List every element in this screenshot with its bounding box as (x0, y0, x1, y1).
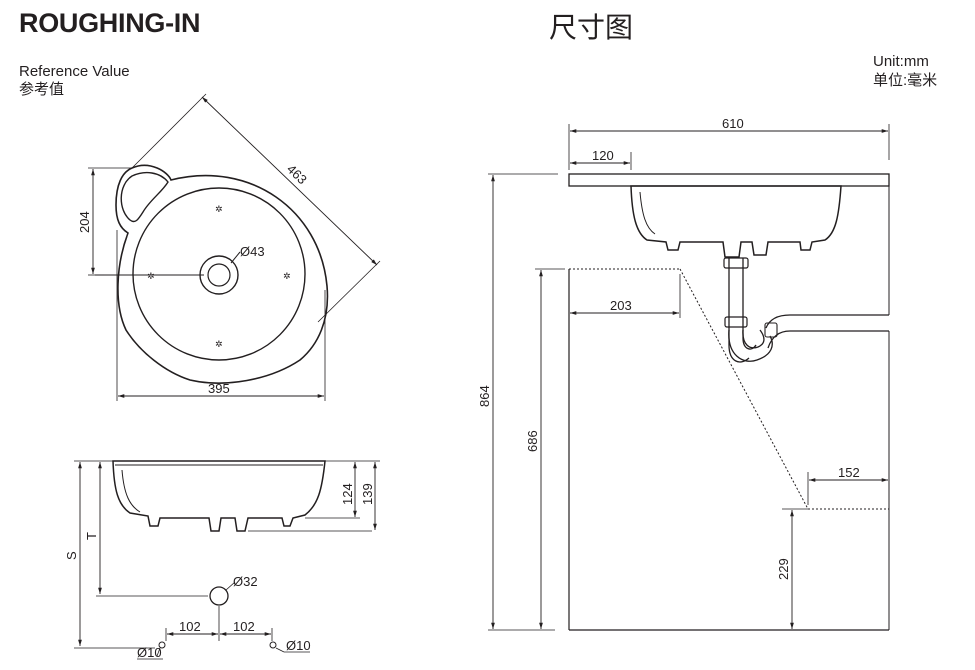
dim-label-102-left: 102 (179, 619, 201, 634)
dim-label-463: 463 (284, 161, 310, 187)
supply-right-circle (269, 641, 277, 649)
reference-label-cn: 参考值 (19, 81, 65, 98)
install-view: 610 120 864 686 203 152 229 (477, 116, 890, 631)
countertop (568, 173, 890, 187)
dim-label-152: 152 (838, 465, 860, 480)
dim-label-204: 204 (77, 211, 92, 233)
dim-label-124: 124 (340, 483, 355, 505)
unit-note: Unit:mm 单位:毫米 (873, 52, 937, 90)
svg-text:✲: ✲ (283, 271, 291, 281)
dim-label-supply-right: Ø10 (286, 638, 311, 653)
dim-line-463 (201, 96, 378, 266)
dim-label-drain: Ø43 (240, 244, 265, 259)
page-title-chinese: 尺寸图 (549, 11, 634, 44)
dim-label-395: 395 (208, 381, 230, 396)
trap-arm (765, 314, 889, 349)
dim-label-s: S (64, 551, 79, 560)
cabinet-diagonal (679, 268, 809, 510)
side-basin-outline (112, 460, 326, 532)
reference-note: Reference Value 参考值 (19, 63, 130, 99)
dim-label-102-right: 102 (233, 619, 255, 634)
dim-label-864: 864 (477, 385, 492, 407)
dim-label-686: 686 (525, 430, 540, 452)
supply-left-circle (158, 641, 166, 649)
dim-label-203: 203 (610, 298, 632, 313)
side-view: 124 139 T S Ø32 102 102 Ø10 Ø10 (64, 460, 380, 660)
top-view: ✲ ✲ ✲ ✲ 463 204 395 Ø43 (77, 93, 381, 401)
dim-label-t: T (84, 532, 99, 540)
dim-label-229: 229 (776, 558, 791, 580)
reference-label-en: Reference Value (19, 63, 130, 80)
unit-label-en: Unit:mm (873, 53, 929, 70)
pipe-nut-mid (724, 316, 748, 328)
soap-dish (120, 171, 169, 223)
dim-label-pipe: Ø32 (233, 574, 258, 589)
dim-label-139: 139 (360, 483, 375, 505)
mounting-marks: ✲ ✲ ✲ ✲ (147, 204, 291, 349)
unit-label-cn: 单位:毫米 (873, 72, 938, 89)
install-basin (630, 185, 842, 258)
svg-text:✲: ✲ (215, 339, 223, 349)
dim-label-120: 120 (592, 148, 614, 163)
trap-bend (728, 329, 773, 362)
page-title: ROUGHING-IN (19, 8, 201, 38)
drain-pipe (728, 258, 757, 363)
svg-text:✲: ✲ (215, 204, 223, 214)
pipe-nut-top (723, 257, 749, 269)
drain-pipe-circle (209, 586, 229, 606)
dim-label-supply-left: Ø10 (137, 645, 162, 660)
dim-label-610: 610 (722, 116, 744, 131)
svg-text:✲: ✲ (147, 271, 155, 281)
drain-inner (207, 263, 231, 287)
